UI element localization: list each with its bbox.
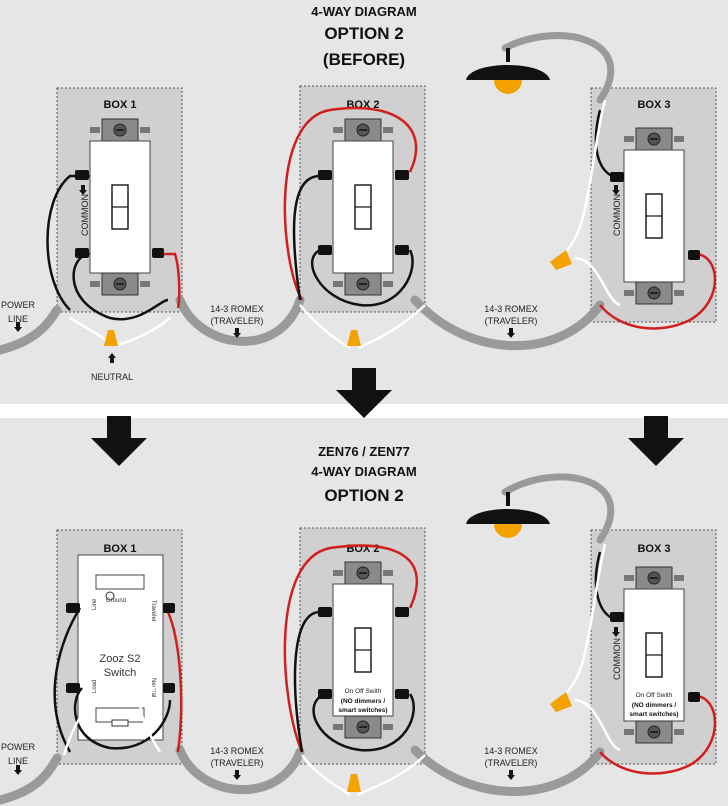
top-romex-a-label-1: 14-3 ROMEX xyxy=(210,304,264,314)
top-wire-b2-black-bottom xyxy=(310,248,414,307)
top-title-line1: 4-WAY DIAGRAM xyxy=(311,4,416,19)
bottom-wire-b2-black-top xyxy=(293,610,321,753)
zooz-label-1: Zooz S2 xyxy=(100,653,141,665)
bottom-power-cable xyxy=(0,753,62,805)
zooz-load-label: Load xyxy=(92,680,98,693)
bottom-romex-b-label-2: (TRAVELER) xyxy=(485,758,538,768)
zooz-traveler-label: Traveler xyxy=(150,600,156,622)
onoff-label-bg-b xyxy=(627,688,683,718)
zooz-button xyxy=(111,719,129,727)
top-common-label-right: COMMON xyxy=(612,194,622,236)
bottom-romex-b-arrow xyxy=(507,770,515,780)
bottom-romex-a-label-2: (TRAVELER) xyxy=(211,758,264,768)
zooz-label-2: Switch xyxy=(104,667,136,679)
bottom-wire-b1-red xyxy=(166,611,183,753)
bottom-wire-b2-black-bottom xyxy=(312,692,415,752)
arrow-down-left-icon xyxy=(91,416,147,466)
zooz-ground-screw xyxy=(105,591,115,601)
bottom-power-label-2: LINE xyxy=(8,756,28,766)
bottom-romex-a-arrow xyxy=(233,770,241,780)
bottom-lamp-cable xyxy=(501,473,615,544)
onoff-label-bg-a xyxy=(336,684,392,714)
bottom-common-label: COMMON xyxy=(612,638,622,680)
onoff-a-line2: (NO dimmers / xyxy=(341,698,386,705)
bottom-title-line1: ZEN76 / ZEN77 xyxy=(318,444,410,459)
top-terminals xyxy=(75,170,700,260)
top-neutral-label: NEUTRAL xyxy=(91,372,133,382)
bottom-romex-cable-a xyxy=(175,745,305,795)
bottom-title-line2: 4-WAY DIAGRAM xyxy=(311,464,416,479)
top-romex-b-label-1: 14-3 ROMEX xyxy=(484,304,538,314)
top-wire-b3-common xyxy=(594,109,613,178)
bottom-lamp-icon xyxy=(466,492,550,538)
bottom-title-line3: OPTION 2 xyxy=(324,486,403,505)
top-wire-b1-black xyxy=(72,252,169,321)
bottom-box-3-label: BOX 3 xyxy=(637,543,670,555)
top-wire-line-hot xyxy=(46,174,90,311)
bottom-wire-b3-common xyxy=(594,551,613,620)
top-romex-cable-b xyxy=(410,295,605,351)
bottom-wirenut-2 xyxy=(347,774,361,792)
top-wire-b3-red xyxy=(599,252,717,330)
bottom-romex-b-label-1: 14-3 ROMEX xyxy=(484,746,538,756)
bottom-terminals xyxy=(66,603,700,702)
top-box-3-label: BOX 3 xyxy=(637,99,670,111)
top-switch-box-2 xyxy=(332,118,394,296)
top-lamp-icon xyxy=(466,48,550,94)
zooz-ground-label: Ground xyxy=(106,598,126,604)
top-wire-b3-white xyxy=(564,99,607,253)
top-title-line3: (BEFORE) xyxy=(323,50,405,69)
bottom-wire-b3-white-2 xyxy=(574,698,621,752)
zooz-switch: Ground Zooz S2 Switch Traveler Neutral L… xyxy=(77,554,164,741)
bottom-wire-b3-red xyxy=(599,694,717,775)
zooz-switch-bracket-top xyxy=(95,574,145,590)
top-romex-b-label-2: (TRAVELER) xyxy=(485,316,538,326)
top-switch-box-3 xyxy=(623,127,685,305)
bottom-wirenut-3 xyxy=(550,692,572,712)
top-section: 4-WAY DIAGRAM OPTION 2 (BEFORE) BOX 1 BO… xyxy=(0,4,717,382)
onoff-a-line1: On Off Swith xyxy=(345,688,382,695)
onoff-b-line2: (NO dimmers / xyxy=(632,702,677,709)
bottom-power-label-1: POWER xyxy=(1,742,36,752)
bottom-romex-cable-b xyxy=(410,745,605,796)
top-power-label-1: POWER xyxy=(1,300,36,310)
top-wirenut-3 xyxy=(550,250,572,270)
arrow-down-right-icon xyxy=(628,416,684,466)
bottom-wire-b1-black xyxy=(73,687,172,750)
onoff-b-line1: On Off Swith xyxy=(636,692,673,699)
bottom-box-1-label: BOX 1 xyxy=(103,543,136,555)
bottom-wire-b2-red-top xyxy=(283,544,419,753)
top-common-label-left: COMMON xyxy=(80,194,90,236)
bottom-wire-neutral xyxy=(62,678,162,756)
zooz-line-label: Line xyxy=(92,598,98,610)
onoff-a-line3: smart switches) xyxy=(338,707,387,714)
top-neutral-arrow xyxy=(108,353,116,363)
top-wire-b3-white-2 xyxy=(574,256,621,307)
bottom-wire-b2-white xyxy=(300,754,426,797)
bottom-power-arrow xyxy=(14,765,22,775)
top-box-1-label: BOX 1 xyxy=(103,99,136,111)
bottom-section: ZEN76 / ZEN77 4-WAY DIAGRAM OPTION 2 BOX… xyxy=(0,444,717,805)
top-wire-b2-white xyxy=(299,304,426,350)
onoff-b-line3: smart switches) xyxy=(629,711,678,718)
bottom-wire-line-hot xyxy=(53,607,82,753)
top-wire-b1-red xyxy=(160,252,181,309)
top-wirenut-1 xyxy=(104,330,118,346)
bottom-wire-b3-white xyxy=(564,543,607,695)
top-lamp-cable xyxy=(501,32,615,104)
top-romex-b-arrow xyxy=(507,328,515,338)
bottom-romex-a-label-1: 14-3 ROMEX xyxy=(210,746,264,756)
top-romex-cable-a xyxy=(175,295,305,346)
top-wire-b2-red-top xyxy=(283,106,418,301)
top-romex-a-label-2: (TRAVELER) xyxy=(211,316,264,326)
top-title-line2: OPTION 2 xyxy=(324,24,403,43)
top-switch-box-1 xyxy=(89,118,151,296)
top-wirenut-2 xyxy=(347,330,361,346)
top-wire-neutral xyxy=(69,316,171,347)
top-power-cable xyxy=(0,305,62,355)
top-power-label-2: LINE xyxy=(8,314,28,324)
top-wire-b2-black-top xyxy=(292,174,321,301)
